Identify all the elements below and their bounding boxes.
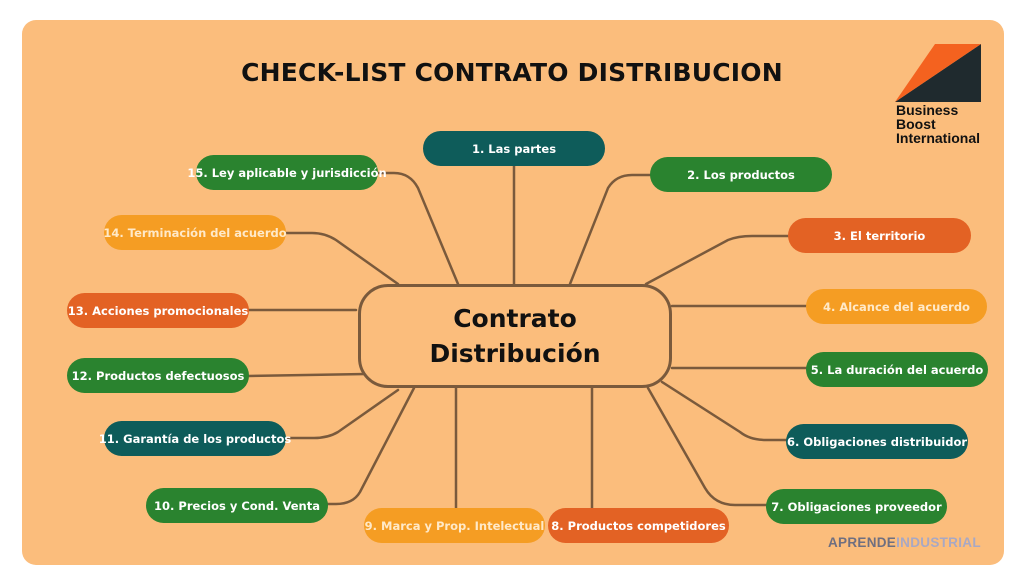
logo-mark-icon	[895, 44, 981, 102]
connector-6	[660, 380, 790, 442]
node-3-el-territorio: 3. El territorio	[788, 218, 971, 253]
connector-2	[568, 173, 654, 286]
node-11-garantia-de-los-productos: 11. Garantía de los productos	[99, 421, 291, 456]
connector-3	[644, 234, 792, 286]
node-1-las-partes: 1. Las partes	[423, 131, 605, 166]
node-14-terminacion-del-acuerdo: 14. Terminación del acuerdo	[103, 215, 287, 250]
connector-15	[374, 171, 460, 286]
node-5-la-duracion-del-acuerdo: 5. La duración del acuerdo	[806, 352, 988, 387]
node-13-acciones-promocionales: 13. Acciones promocionales	[67, 293, 249, 328]
connector-11	[282, 388, 400, 440]
watermark-part-2: INDUSTRIAL	[896, 535, 981, 550]
connector-14	[282, 231, 400, 286]
node-12-productos-defectuosos: 12. Productos defectuosos	[67, 358, 249, 393]
node-15-ley-aplicable-y-jurisdiccion: 15. Ley aplicable y jurisdicción	[187, 155, 387, 190]
node-7-obligaciones-proveedor: 7. Obligaciones proveedor	[766, 489, 947, 524]
business-boost-logo	[895, 44, 985, 102]
connector-12	[246, 372, 368, 378]
logo-text: Business Boost International	[896, 102, 981, 146]
node-6-obligaciones-distribuidor: 6. Obligaciones distribuidor	[786, 424, 968, 459]
watermark-part-1: APRENDE	[828, 535, 897, 550]
node-10-precios-y-cond-venta: 10. Precios y Cond. Venta	[146, 488, 328, 523]
connector-7	[646, 386, 770, 507]
page-title: CHECK-LIST CONTRATO DISTRIBUCION	[241, 58, 783, 87]
node-2-los-productos: 2. Los productos	[650, 157, 832, 192]
node-9-marca-y-prop-intelectual: 9. Marca y Prop. Intelectual	[364, 508, 545, 543]
connector-10	[308, 386, 416, 506]
central-topic-label: Contrato Distribución	[429, 304, 601, 368]
node-8-productos-competidores: 8. Productos competidores	[548, 508, 729, 543]
watermark: APRENDEINDUSTRIAL	[828, 535, 981, 550]
central-topic-node: Contrato Distribución	[358, 284, 672, 388]
node-4-alcance-del-acuerdo: 4. Alcance del acuerdo	[806, 289, 987, 324]
